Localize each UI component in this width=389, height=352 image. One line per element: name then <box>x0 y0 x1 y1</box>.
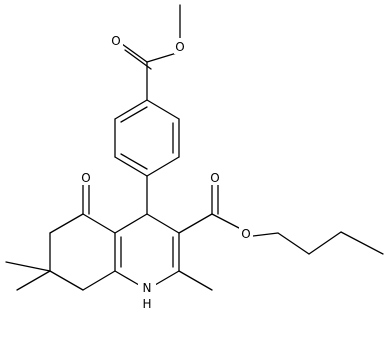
atom-labels: O O O O O N H <box>80 32 253 311</box>
bond-c8-c8a <box>82 270 116 291</box>
bond-lines <box>5 4 384 291</box>
bond-c5-c6 <box>49 213 84 234</box>
bond-butyl-2 <box>277 232 310 255</box>
atom-label-ester2-ether-oxygen: O <box>241 227 250 241</box>
bond-ring-3 <box>146 156 180 177</box>
bond-n-c8a <box>114 270 140 286</box>
atom-label-amine-hydrogen: H <box>142 297 151 311</box>
atom-label-ester2-carbonyl-oxygen: O <box>210 171 219 185</box>
bond-c4a-c5 <box>82 213 116 234</box>
bond-butyl-4 <box>340 231 384 255</box>
bond-c7-c8 <box>49 270 84 291</box>
bond-ester2-ether <box>211 213 240 229</box>
bond-c7-methyl-b <box>5 261 51 272</box>
atom-label-ester-ether-oxygen: O <box>175 40 184 54</box>
bond-ring-1 <box>146 99 180 120</box>
bond-butyl-3 <box>308 231 342 255</box>
bond-c3-ester-carbon <box>178 213 213 234</box>
bond-c2-n <box>154 270 180 286</box>
bond-c4-c3 <box>146 213 180 234</box>
bond-ring-6 <box>114 99 148 120</box>
bond-ring-4 <box>114 156 148 177</box>
atom-label-ester-carbonyl-oxygen: O <box>111 34 120 48</box>
atom-label-amine-nh: N <box>143 281 152 295</box>
bond-butyl-1 <box>252 232 279 237</box>
bond-c2-methyl <box>178 270 213 291</box>
bond-c4a-c4 <box>114 213 148 234</box>
atom-label-ketone-oxygen: O <box>81 171 90 185</box>
bond-ring-4-inner <box>120 153 148 170</box>
bond-c7-methyl-a <box>16 270 51 291</box>
bond-ester-carbonyl-a <box>121 43 148 63</box>
bond-ring-6-inner <box>120 106 148 123</box>
